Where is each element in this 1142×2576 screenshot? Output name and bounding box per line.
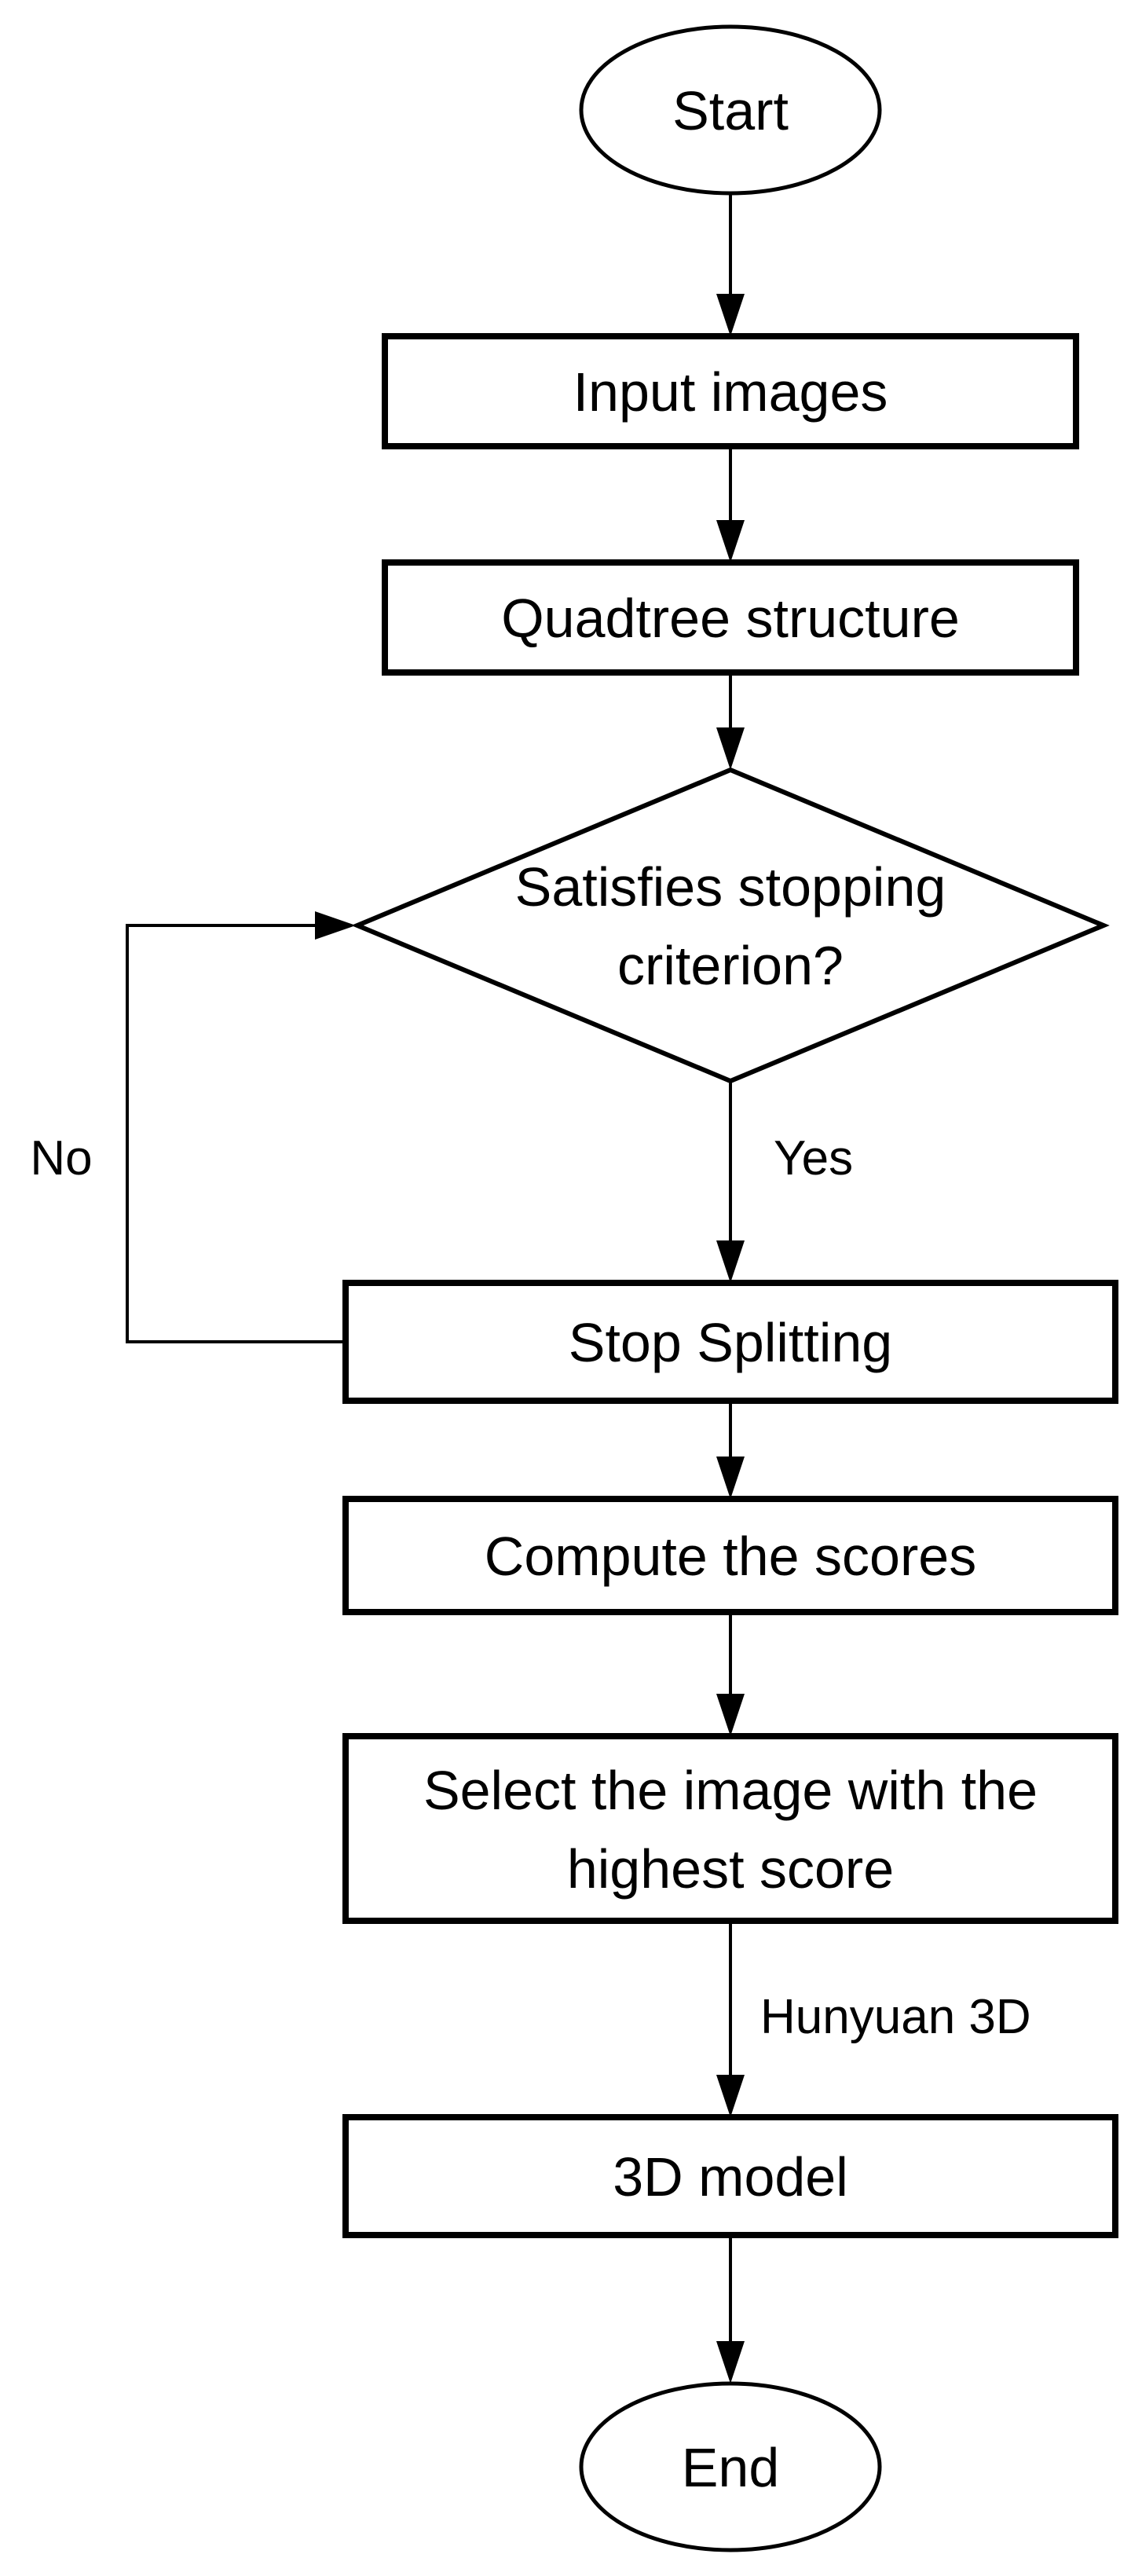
edge-quadtree-to-decision: [716, 672, 745, 770]
edge-3d-model-to-end: [716, 2235, 745, 2384]
compute-scores-process-shape: [342, 1496, 1118, 1615]
edge-start-to-input: [716, 193, 745, 336]
edge-label-hunyuan-3d: Hunyuan 3D: [760, 1990, 1031, 2044]
edge-no-loop-line: [126, 924, 346, 1343]
node-stopping-criterion-label-line1: Satisfies stopping: [515, 856, 946, 918]
arrowhead-down-icon: [716, 727, 745, 770]
edge-label-no: No: [30, 1131, 92, 1185]
node-stopping-criterion-label-line2: criterion?: [617, 935, 844, 996]
edge-select-to-3d-model: Hunyuan 3D: [716, 1921, 1031, 2117]
arrowhead-right-icon: [315, 911, 356, 940]
edge-decision-yes-to-stop-splitting: Yes: [716, 1081, 853, 1283]
node-stop-splitting-label: Stop Splitting: [569, 1312, 892, 1373]
arrowhead-down-icon: [716, 294, 745, 336]
node-input-images-label: Input images: [573, 361, 888, 423]
node-end: End: [579, 2381, 882, 2552]
node-stopping-criterion-decision: Satisfies stopping criterion?: [351, 767, 1110, 1084]
edge-no-loop-to-decision: No: [30, 911, 356, 1343]
edge-label-yes: Yes: [774, 1131, 853, 1185]
node-3d-model: 3D model: [342, 2114, 1118, 2238]
node-start: Start: [579, 24, 882, 196]
node-stop-splitting: Stop Splitting: [342, 1280, 1118, 1404]
select-image-process-shape: [342, 1733, 1118, 1924]
node-quadtree-structure: Quadtree structure: [382, 559, 1079, 676]
edge-compute-to-select: [716, 1612, 745, 1736]
quadtree-structure-process-shape: [382, 559, 1079, 676]
arrowhead-down-icon: [716, 1240, 745, 1283]
stop-splitting-process-shape: [342, 1280, 1118, 1404]
arrowhead-down-icon: [716, 1694, 745, 1736]
node-select-image-label-line2: highest score: [567, 1838, 894, 1900]
input-images-process-shape: [382, 333, 1079, 449]
node-end-label: End: [682, 2437, 780, 2498]
edge-stop-splitting-to-compute: [716, 1401, 745, 1499]
edge-input-to-quadtree: [716, 446, 745, 562]
arrowhead-down-icon: [716, 520, 745, 562]
node-compute-scores: Compute the scores: [342, 1496, 1118, 1615]
node-compute-scores-label: Compute the scores: [485, 1526, 976, 1587]
3d-model-process-shape: [342, 2114, 1118, 2238]
stopping-criterion-diamond-shape: [351, 767, 1110, 1084]
node-select-image: Select the image with the highest score: [342, 1733, 1118, 1924]
node-select-image-label-line1: Select the image with the: [423, 1760, 1038, 1821]
arrowhead-down-icon: [716, 2075, 745, 2117]
start-terminator-shape: [579, 24, 882, 196]
node-input-images: Input images: [382, 333, 1079, 449]
arrowhead-down-icon: [716, 2341, 745, 2384]
end-terminator-shape: [579, 2381, 882, 2552]
node-start-label: Start: [672, 80, 789, 141]
arrowhead-down-icon: [716, 1457, 745, 1499]
node-3d-model-label: 3D model: [613, 2146, 848, 2208]
node-quadtree-structure-label: Quadtree structure: [501, 588, 960, 649]
